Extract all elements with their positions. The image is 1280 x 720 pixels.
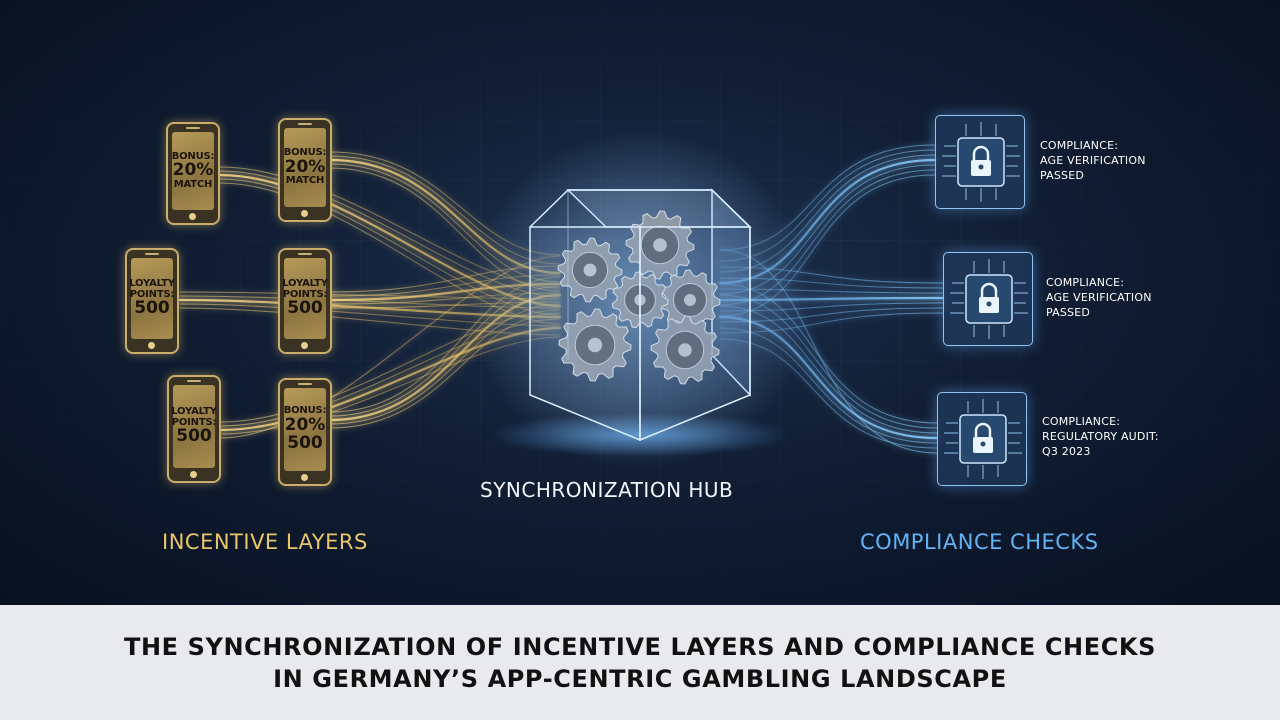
compliance-line-1: COMPLIANCE: bbox=[1040, 139, 1119, 152]
phone-line-1: LOYALTY bbox=[171, 406, 217, 418]
phone-line-2: POINTS: bbox=[129, 288, 175, 300]
compliance-text: COMPLIANCE: AGE VERIFICATION PASSED bbox=[1040, 138, 1146, 183]
phone-line-2: 20% bbox=[284, 414, 326, 435]
padlock-chip-icon bbox=[935, 115, 1025, 209]
synchronization-hub-cube bbox=[529, 188, 752, 442]
compliance-text: COMPLIANCE: REGULATORY AUDIT: Q3 2023 bbox=[1042, 414, 1159, 459]
phone-icon: LOYALTY POINTS: 500 bbox=[167, 375, 221, 483]
compliance-line-3: PASSED bbox=[1046, 306, 1091, 319]
phone-line-1: BONUS: bbox=[283, 405, 327, 417]
phone-line-3: MATCH bbox=[173, 178, 213, 190]
phone-line-1: BONUS: bbox=[171, 150, 215, 162]
padlock-chip-icon bbox=[943, 252, 1033, 346]
diagram-canvas: BONUS: 20% MATCH BONUS: 20% MATCH LOYALT… bbox=[0, 0, 1280, 605]
compliance-line-2: AGE VERIFICATION bbox=[1046, 291, 1152, 304]
caption-bar: THE SYNCHRONIZATION OF INCENTIVE LAYERS … bbox=[0, 605, 1280, 720]
compliance-line-2: REGULATORY AUDIT: bbox=[1042, 430, 1159, 443]
phone-line-1: BONUS: bbox=[283, 147, 327, 159]
phone-line-2: POINTS: bbox=[282, 288, 328, 300]
phone-icon: LOYALTY POINTS: 500 bbox=[125, 248, 179, 354]
compliance-text: COMPLIANCE: AGE VERIFICATION PASSED bbox=[1046, 275, 1152, 320]
phone-icon: BONUS: 20% MATCH bbox=[278, 118, 332, 222]
caption-line-1: THE SYNCHRONIZATION OF INCENTIVE LAYERS … bbox=[123, 632, 1157, 661]
phone-line-1: LOYALTY bbox=[129, 278, 175, 290]
compliance-flow-lines bbox=[718, 144, 945, 454]
phone-icon: BONUS: 20% 500 bbox=[278, 378, 332, 486]
phone-line-3: 500 bbox=[287, 432, 323, 453]
phone-line-1: LOYALTY bbox=[282, 278, 328, 290]
phone-icon: BONUS: 20% MATCH bbox=[166, 122, 220, 225]
compliance-line-3: Q3 2023 bbox=[1042, 445, 1091, 458]
compliance-line-2: AGE VERIFICATION bbox=[1040, 154, 1146, 167]
hub-label: SYNCHRONIZATION HUB bbox=[480, 478, 734, 502]
caption-line-2: IN GERMANY’S APP-CENTRIC GAMBLING LANDSC… bbox=[273, 664, 1007, 693]
phone-line-2: 20% bbox=[172, 160, 214, 181]
phone-line-3: 500 bbox=[176, 426, 212, 447]
compliance-line-1: COMPLIANCE: bbox=[1042, 415, 1121, 428]
compliance-line-3: PASSED bbox=[1040, 169, 1085, 182]
phone-line-2: 20% bbox=[284, 156, 326, 177]
phone-line-2: POINTS: bbox=[171, 416, 217, 428]
phone-icon: LOYALTY POINTS: 500 bbox=[278, 248, 332, 354]
phone-line-3: 500 bbox=[287, 298, 323, 319]
flow-background bbox=[0, 0, 1280, 605]
phone-line-3: 500 bbox=[134, 298, 170, 319]
compliance-line-1: COMPLIANCE: bbox=[1046, 276, 1125, 289]
phone-line-3: MATCH bbox=[285, 175, 325, 187]
compliance-checks-label: COMPLIANCE CHECKS bbox=[860, 530, 1099, 554]
padlock-chip-icon bbox=[937, 392, 1027, 486]
incentive-layers-label: INCENTIVE LAYERS bbox=[162, 530, 368, 554]
